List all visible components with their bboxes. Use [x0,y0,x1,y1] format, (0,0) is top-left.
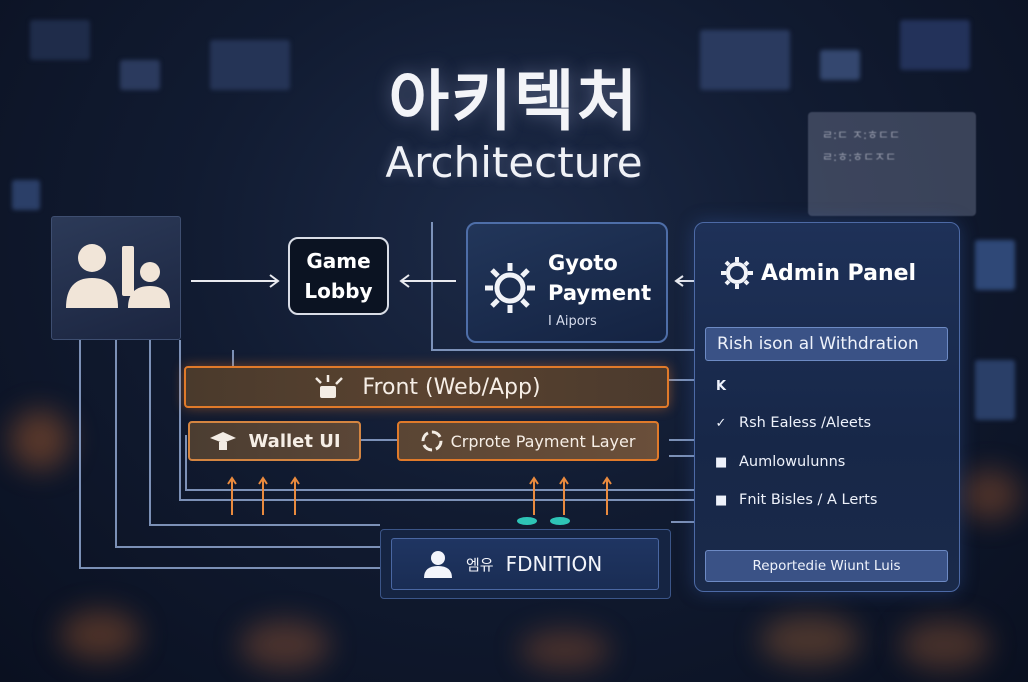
close-icon: K [715,379,727,394]
admin-row[interactable]: ■ Fnit Bisles / A Lerts [715,492,877,508]
teal-dot [550,517,570,525]
wallet-icon [210,432,237,450]
foundation-label: FDNITION [505,552,603,576]
crypto-payment-subtitle: I Aipors [548,314,597,329]
crypto-payment-line1: Gyoto [548,251,618,275]
teal-dot [517,517,537,525]
crypto-payment-node[interactable]: Gyoto Payment I Aipors [466,222,668,343]
game-lobby-line2: Lobby [304,279,373,303]
square-icon: ■ [715,492,728,508]
gear-icon [721,257,753,289]
background-panel: ㄹ:ㄷ ㅈ:ㅎㄷㄷ ㄹ:ㅎ:ㅎㄷㅈㄷ [808,112,976,216]
front-node[interactable]: Front (Web/App) [184,366,669,408]
check-icon: ✓ [715,415,727,431]
users-icon [66,244,170,308]
front-label: Front (Web/App) [362,374,541,400]
admin-row[interactable]: K [715,379,739,394]
connector-line [431,222,694,351]
crypto-layer-node[interactable]: Crprote Payment Layer [397,421,659,461]
user-icon [424,551,452,578]
connector-line [79,340,380,569]
connector-line [185,435,694,491]
admin-panel-title: Admin Panel [761,260,917,286]
admin-row-label: Rsh Ealess /Aleets [739,415,872,431]
foundation-node[interactable]: 엠유 FDNITION [380,529,671,599]
admin-withdrawal-chip[interactable]: Rish ison al Withdration [705,327,948,361]
users-node[interactable] [51,216,181,340]
wallet-ui-node[interactable]: Wallet UI [188,421,361,461]
admin-row-label: Fnit Bisles / A Lerts [739,492,878,508]
gear-icon [485,263,535,313]
connector-line [149,340,380,526]
background-panel-line: ㄹ:ㄷ ㅈ:ㅎㄷㄷ [822,128,901,142]
admin-panel-node[interactable]: Admin Panel Rish ison al Withdration K ✓… [694,222,960,592]
browser-icon [315,375,344,398]
chat-icon: ■ [715,454,728,470]
connector-line [179,340,694,501]
wallet-ui-label: Wallet UI [248,430,341,452]
title-english: Architecture [385,138,643,187]
crypto-layer-label: Crprote Payment Layer [450,431,636,451]
admin-row[interactable]: ✓ Rsh Ealess /Aleets [715,415,872,431]
crypto-payment-line2: Payment [548,281,652,305]
title-korean: 아키텍처 [388,63,640,140]
foundation-korean: 엠유 [466,555,494,574]
coin-icon [421,430,443,452]
connector-line [115,340,380,548]
admin-row[interactable]: ■ Aumlowulunns [715,454,845,470]
background-panel-line: ㄹ:ㅎ:ㅎㄷㅈㄷ [822,150,897,164]
game-lobby-line1: Game [306,249,371,273]
game-lobby-node[interactable]: Game Lobby [288,237,389,315]
admin-row-label: Aumlowulunns [739,454,846,470]
admin-report-button[interactable]: Reportedie Wiunt Luis [705,550,948,582]
